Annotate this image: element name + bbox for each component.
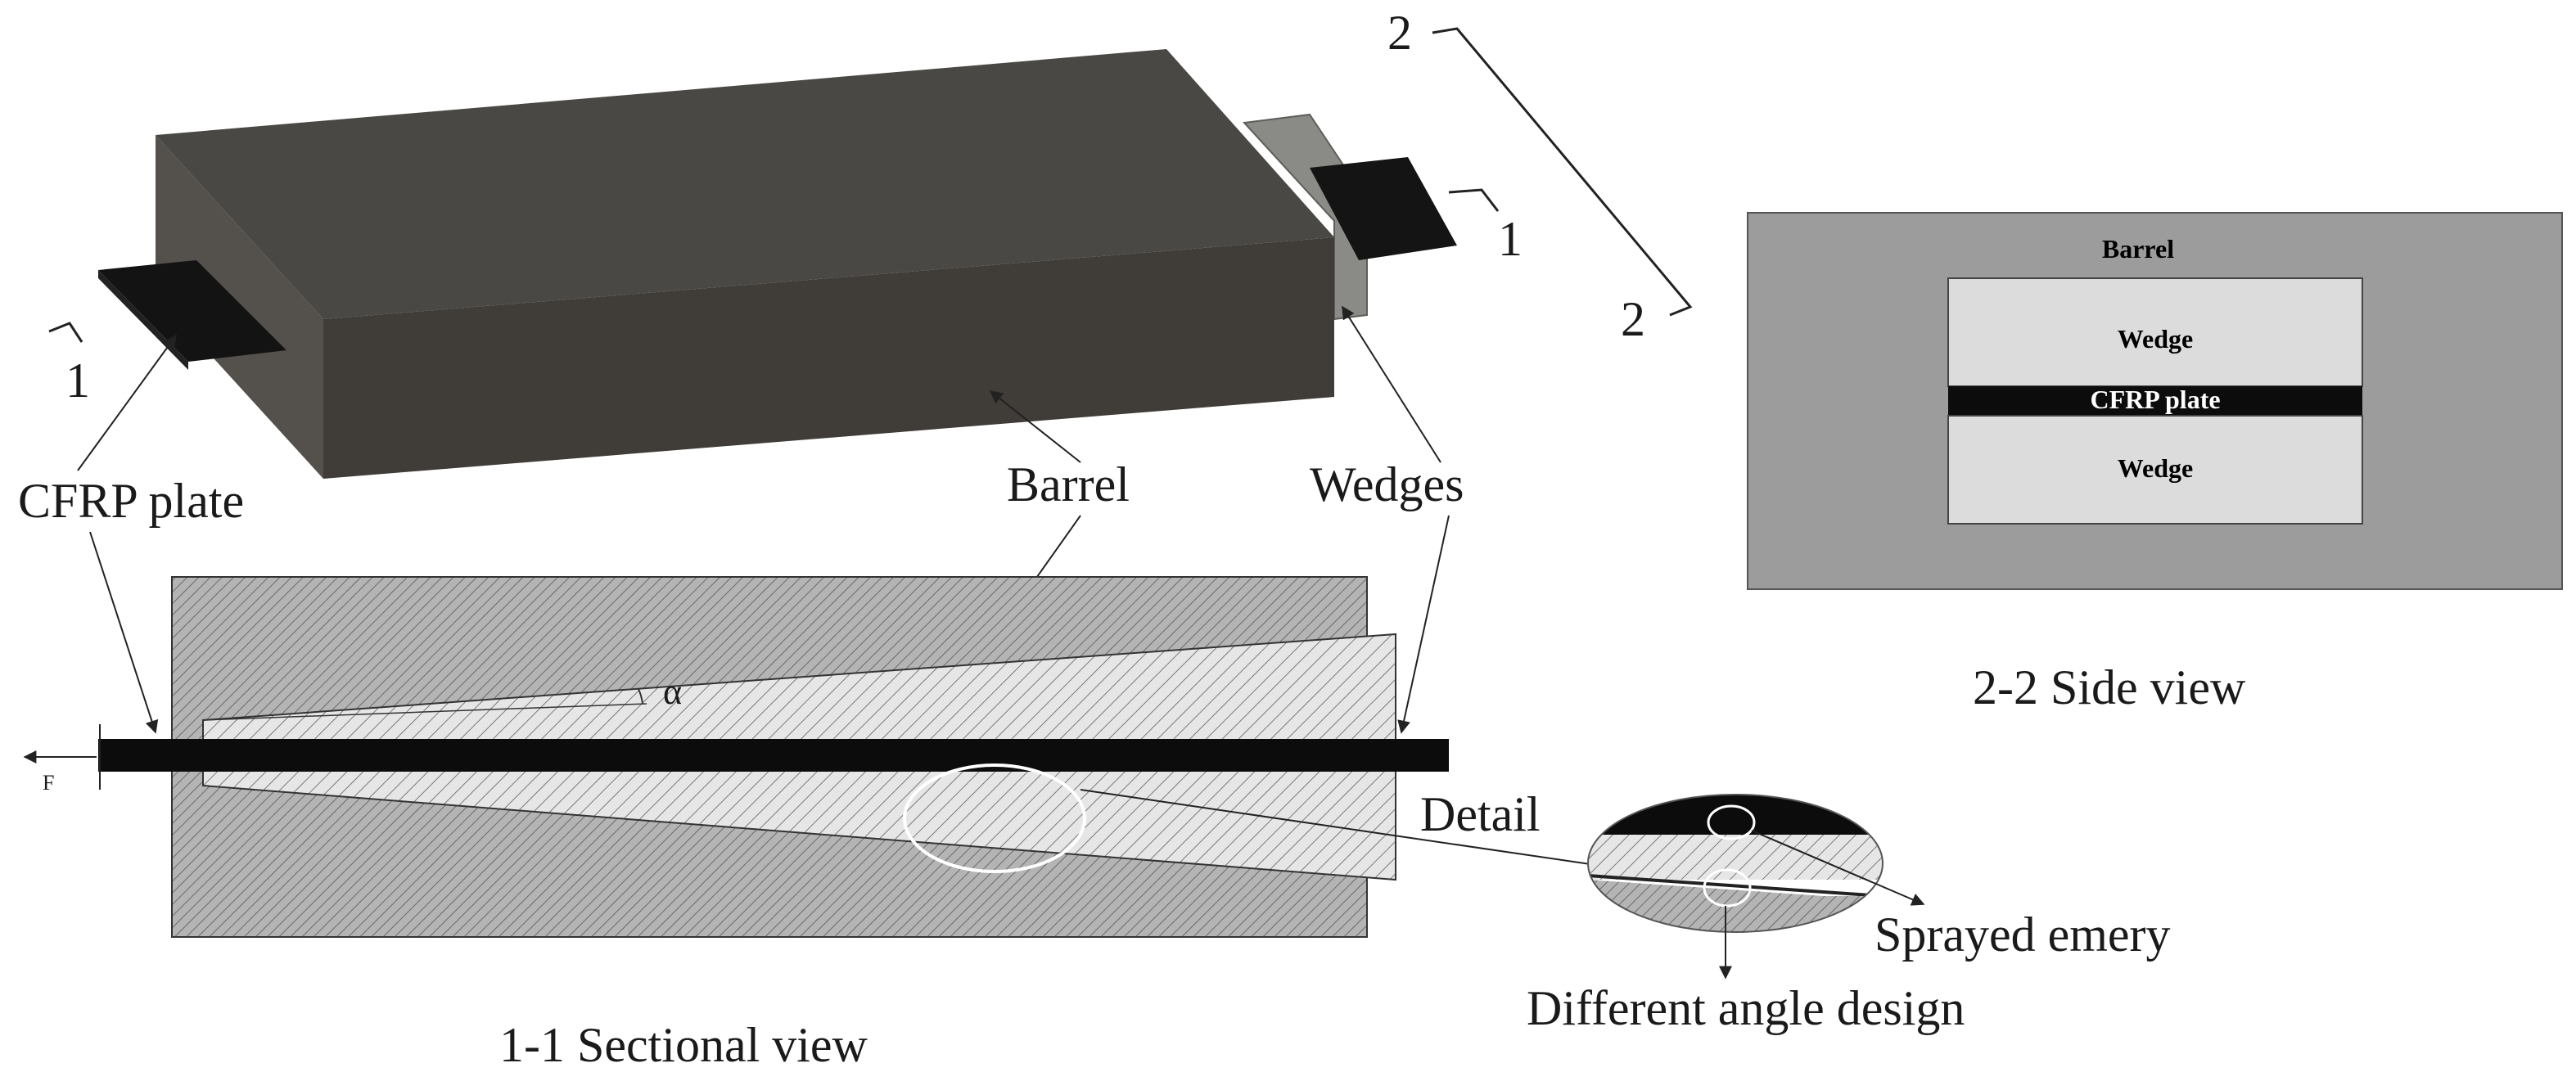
isometric-view: 1 1 2 2 [48, 6, 1693, 479]
cfrp-arrow-upper [77, 334, 177, 471]
detail-arrow [1080, 789, 1614, 872]
section-mark-1-right-label: 1 [1498, 212, 1523, 266]
cfrp-plate-label: CFRP plate [18, 474, 244, 528]
detail-view [1587, 794, 1925, 980]
cfrp-plate-right [1310, 157, 1457, 260]
angle-design-label: Different angle design [1527, 981, 1965, 1035]
side-barrel-label: Barrel [2102, 234, 2174, 263]
emery-arrow [1751, 830, 1925, 906]
angle-marker [1703, 868, 1752, 908]
section-mark-2-line [1432, 27, 1693, 317]
cfrp-plate-left [98, 260, 286, 362]
barrel-label: Barrel [1007, 457, 1130, 511]
section-mark-1-left [48, 322, 83, 343]
angle-reference-line [202, 703, 647, 721]
side-wedge-bottom [1947, 415, 2363, 525]
side-view-caption: 2-2 Side view [1973, 660, 2246, 714]
angle-arc [638, 688, 643, 705]
wedges-label: Wedges [1310, 457, 1464, 511]
section-mark-1-left-label: 1 [65, 354, 90, 408]
emery-marker [1707, 804, 1756, 840]
wedges-arrow-lower [1397, 515, 1450, 734]
detail-bubble-outline [1587, 794, 1884, 933]
side-wedge-top [1947, 277, 2363, 387]
barrel-arrow-upper [989, 390, 1081, 463]
cfrp-plate-section [98, 739, 1449, 772]
detail-label: Detail [1420, 787, 1541, 841]
side-wedge-bottom-label: Wedge [2118, 453, 2193, 483]
wedges-arrow-upper [1342, 305, 1441, 463]
side-view: Barrel Wedge CFRP plate Wedge [1747, 212, 2563, 590]
section-mark-2-top-label: 2 [1387, 6, 1412, 60]
sectional-view-caption: 1-1 Sectional view [499, 1018, 868, 1072]
section-mark-1-right [1448, 188, 1500, 212]
alpha-label: α [663, 672, 682, 712]
sectional-view: F α Detail [23, 576, 1614, 938]
side-cfrp-plate [1948, 386, 2362, 416]
sprayed-emery-label: Sprayed emery [1874, 908, 2171, 962]
cfrp-arrow-lower [89, 531, 159, 734]
force-label: F [43, 771, 54, 795]
detail-ellipse [903, 763, 1086, 873]
side-plate-label: CFRP plate [2090, 385, 2220, 414]
side-wedge-top-label: Wedge [2118, 324, 2193, 354]
barrel-top-face [156, 49, 1334, 319]
barrel-front-face [323, 237, 1334, 479]
section-mark-2-bottom-label: 2 [1621, 292, 1645, 346]
